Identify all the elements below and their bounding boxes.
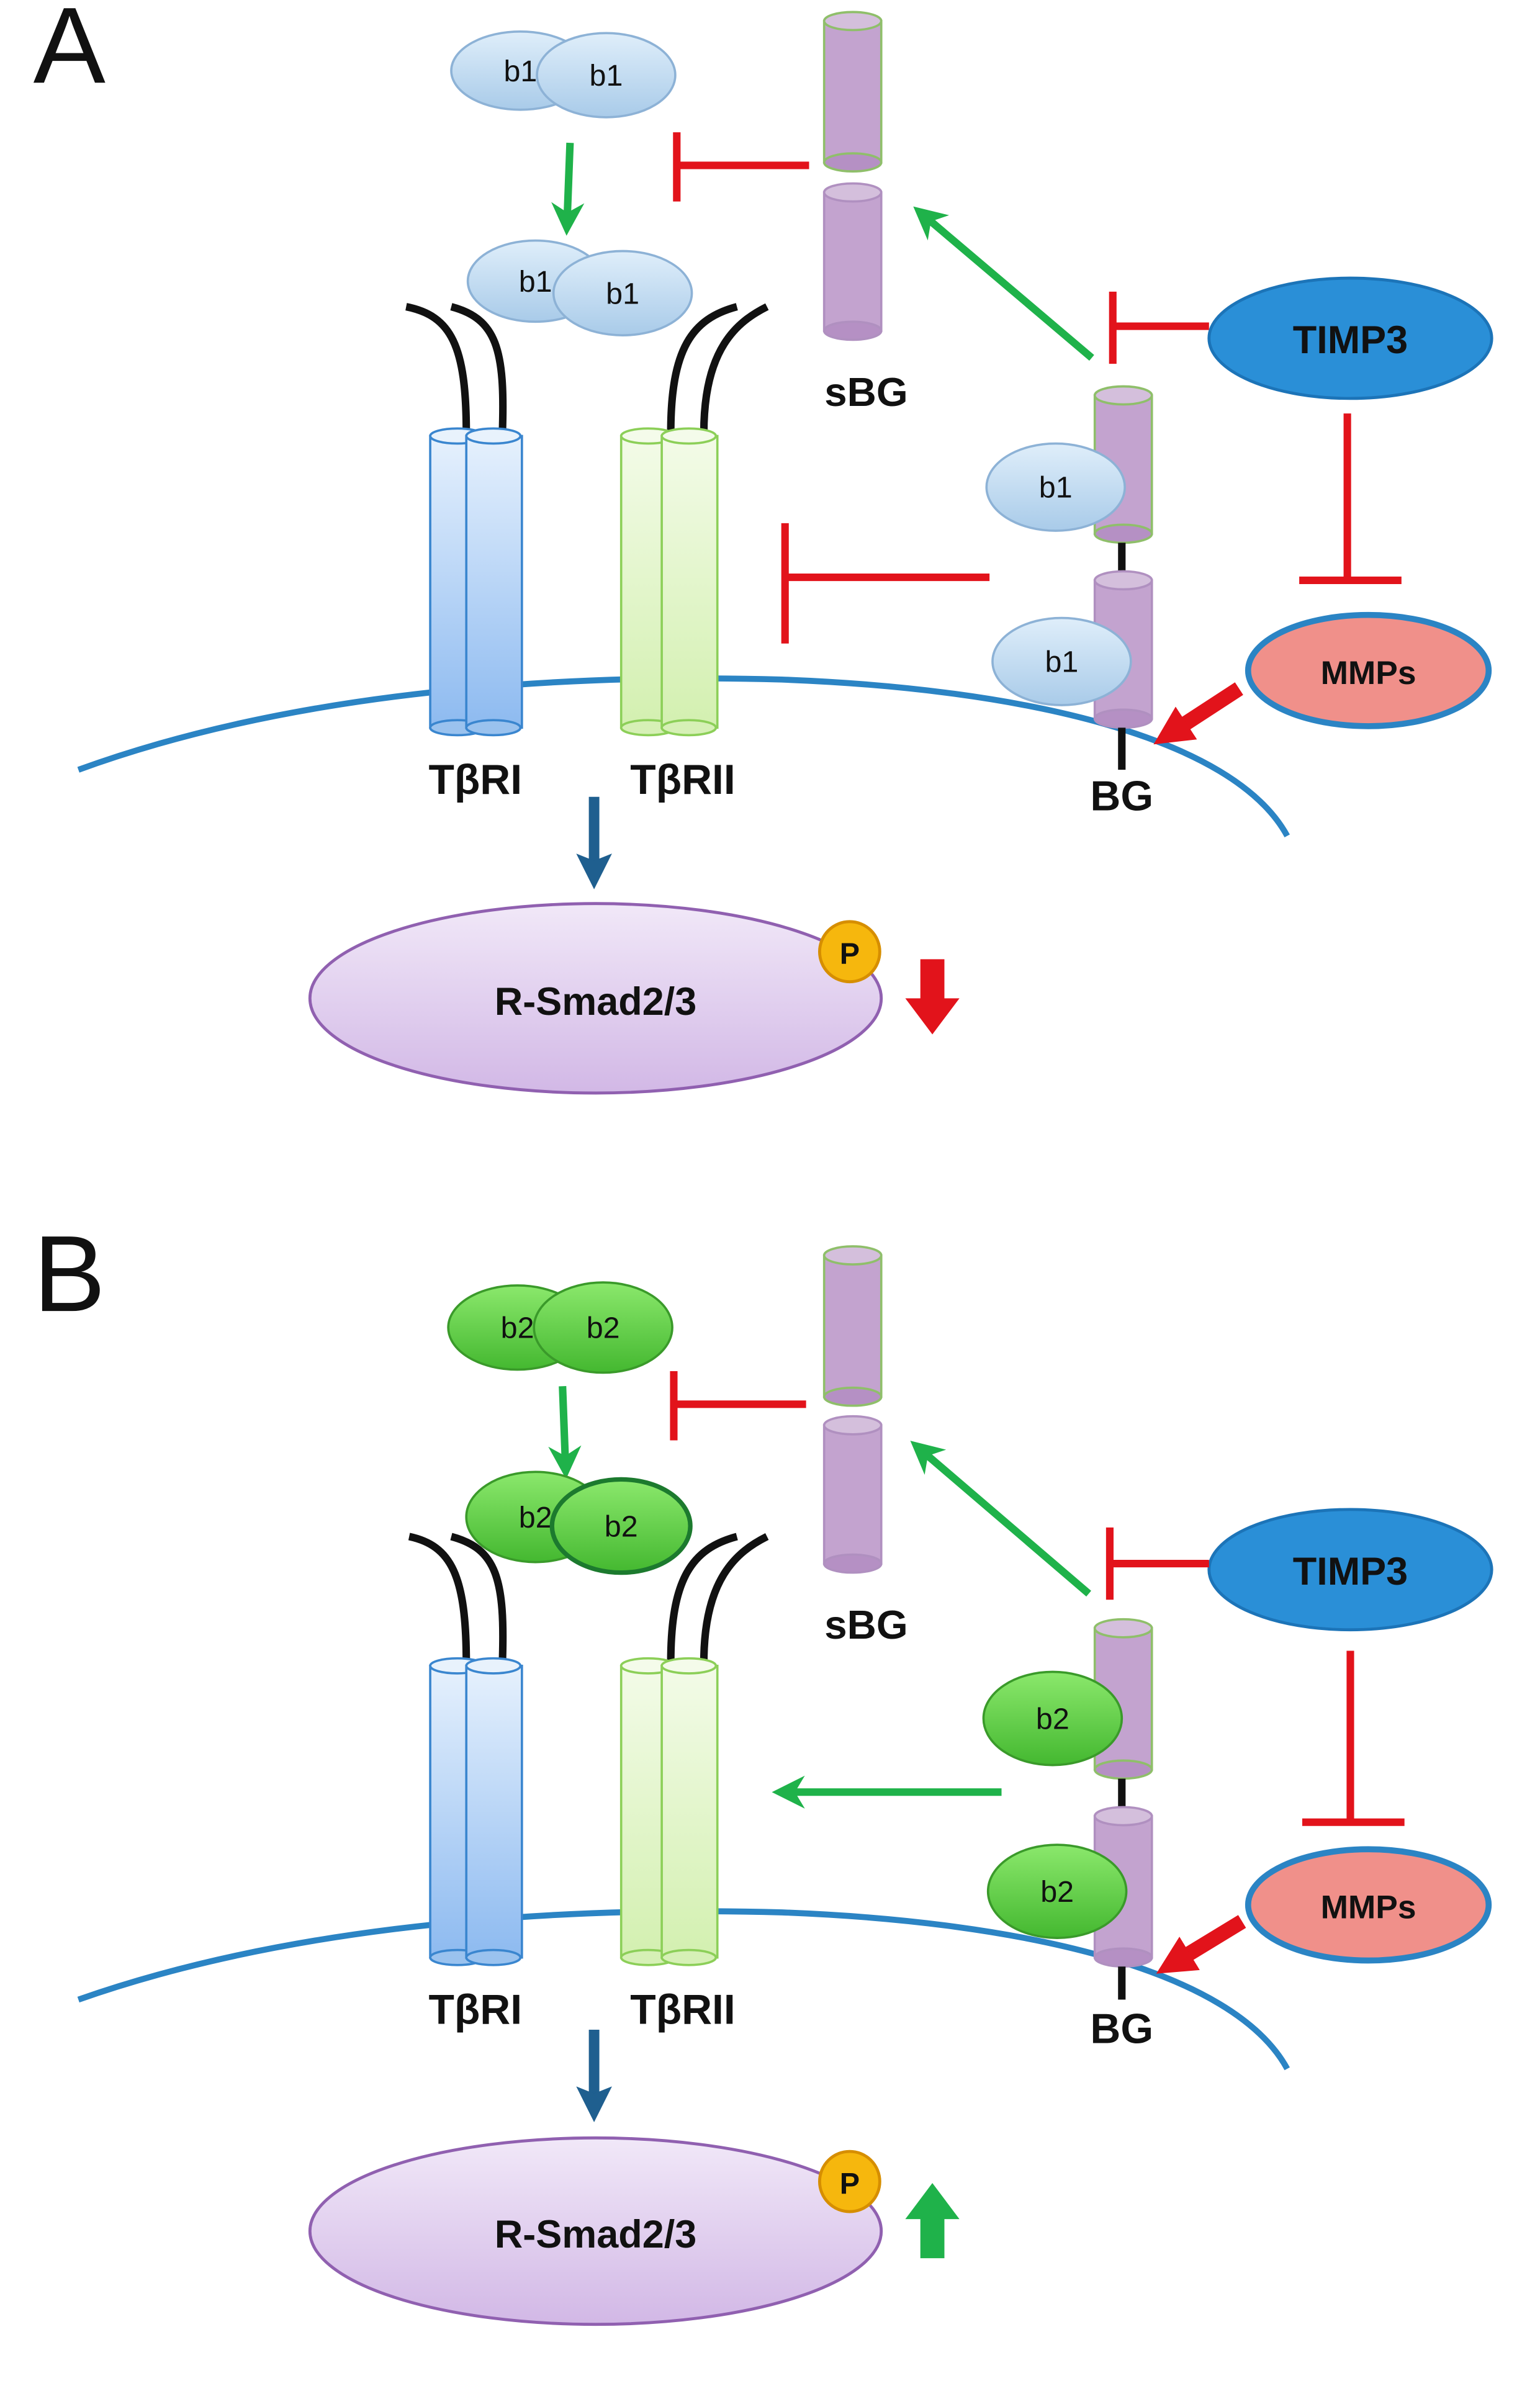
cleavage-arrow <box>1156 1915 1246 1974</box>
tbr1-receptor <box>429 1657 523 1966</box>
ligand-dimer-free: b1 b1 <box>450 30 677 119</box>
mmps-label: MMPs <box>1321 655 1416 691</box>
cell-membrane <box>77 675 1290 838</box>
betaglycan-coreceptor <box>1093 1618 1153 2000</box>
shedding-arrow <box>910 1441 1091 1597</box>
betaglycan-coreceptor <box>1093 385 1153 770</box>
receptor-binding-arms <box>405 303 769 433</box>
rsmad-label: R-Smad2/3 <box>495 980 696 1024</box>
ligand-dimer-bound: b1 b1 <box>466 239 693 336</box>
sbg-label: sBG <box>824 1602 907 1647</box>
inhibit-timp3-shedding <box>1105 1527 1209 1600</box>
decrease-arrow-icon <box>905 959 960 1035</box>
phospho-badge: P <box>818 920 881 984</box>
tbr1-label: TβRI <box>428 1986 522 2033</box>
inhibit-sbg-ligand <box>670 1371 806 1441</box>
ligand-label: b1 <box>1045 646 1078 679</box>
binding-arrow <box>548 1386 582 1479</box>
ligand-label: b2 <box>605 1510 638 1543</box>
ligand-label: b1 <box>606 277 639 310</box>
timp3-label: TIMP3 <box>1293 1550 1408 1593</box>
increase-arrow-icon <box>905 2183 960 2259</box>
ligand-dimer-bound: b2 b2 <box>465 1470 693 1575</box>
panel-letter-a: A <box>34 0 106 106</box>
bg-bound-ligands: b2 b2 <box>982 1670 1128 1940</box>
soluble-betaglycan <box>822 1245 883 1574</box>
cleavage-arrow <box>1153 682 1243 745</box>
rsmad-label: R-Smad2/3 <box>495 2213 696 2256</box>
bg-label: BG <box>1090 773 1153 820</box>
sbg-label: sBG <box>824 369 907 415</box>
phospho-badge: P <box>818 2150 881 2213</box>
mmps-ellipse <box>1245 611 1492 729</box>
bg-label: BG <box>1090 2006 1153 2053</box>
inhibit-bg-receptor <box>781 523 990 644</box>
mmps-ellipse <box>1245 1846 1492 1964</box>
inhibit-timp3-mmps <box>1299 413 1402 585</box>
ligand-label: b1 <box>519 265 552 299</box>
ligand-label: b2 <box>501 1312 534 1345</box>
svg-text:P: P <box>840 2167 860 2200</box>
timp3-ellipse <box>1207 276 1493 400</box>
tbr1-receptor <box>429 427 523 737</box>
binding-arrow <box>551 142 585 236</box>
panel-letter-b: B <box>34 1213 106 1334</box>
bg-bound-ligands: b1 b1 <box>985 442 1132 706</box>
svg-text:P: P <box>840 937 860 971</box>
timp3-ellipse <box>1207 1508 1493 1632</box>
soluble-betaglycan <box>822 11 883 341</box>
ligand-label: b2 <box>1036 1703 1069 1736</box>
inhibit-sbg-ligand <box>673 132 809 202</box>
tbr1-label: TβRI <box>428 757 522 803</box>
panel-b: B b2 b2 b2 b2 TβRI <box>34 1213 1493 2326</box>
ligand-label: b1 <box>1039 471 1073 505</box>
ligand-label: b2 <box>587 1312 620 1345</box>
rsmad-ellipse <box>308 902 883 1095</box>
inhibit-timp3-mmps <box>1302 1650 1405 1826</box>
ligand-dimer-free: b2 b2 <box>447 1281 673 1374</box>
tbr2-receptor <box>619 427 719 737</box>
panel-a: A b1 b1 b1 b1 <box>34 0 1493 1095</box>
inhibit-timp3-shedding <box>1109 291 1209 364</box>
shedding-arrow <box>913 206 1094 361</box>
tbr2-label: TβRII <box>630 757 735 803</box>
ligand-label: b1 <box>590 59 623 92</box>
ligand-label: b2 <box>1040 1875 1074 1909</box>
cell-membrane <box>77 1908 1290 2071</box>
ligand-label: b1 <box>503 55 537 88</box>
tbr2-label: TβRII <box>630 1986 735 2033</box>
rsmad-ellipse <box>308 2136 883 2326</box>
mmps-label: MMPs <box>1321 1889 1416 1926</box>
receptor-binding-arms <box>408 1533 769 1663</box>
timp3-label: TIMP3 <box>1293 318 1408 362</box>
ligand-label: b2 <box>519 1501 552 1534</box>
tbr2-receptor <box>619 1657 719 1966</box>
